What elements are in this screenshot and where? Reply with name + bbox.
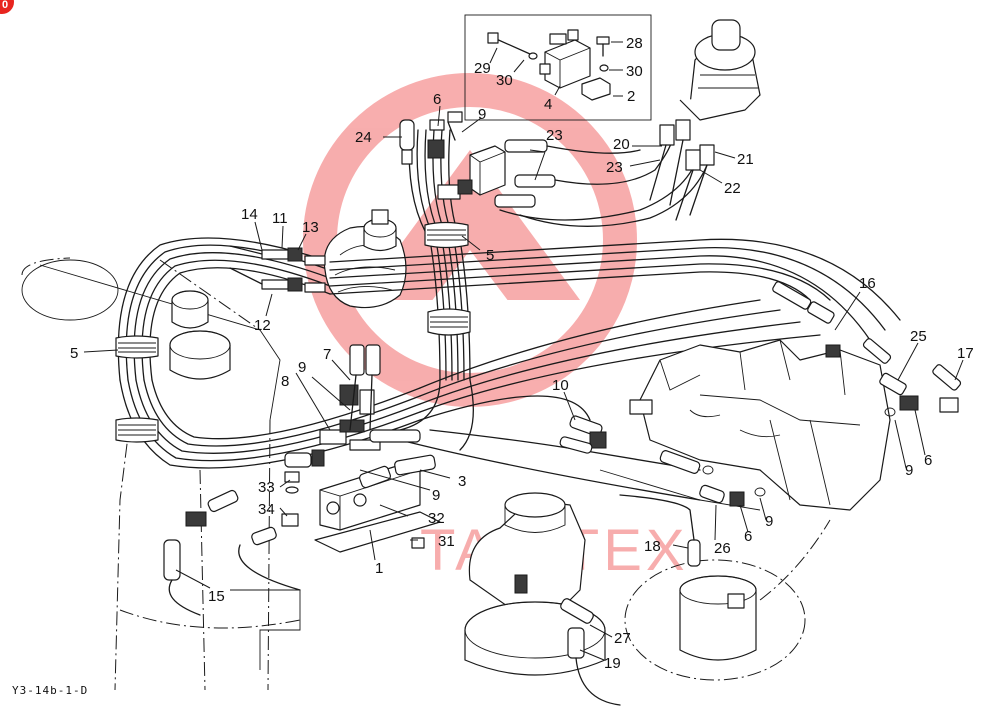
callout-5: 5 — [70, 345, 78, 362]
callout-31: 31 — [438, 533, 455, 550]
callout-29: 29 — [474, 60, 491, 77]
watermark: TAHITEX — [303, 73, 685, 583]
right-hose-run — [329, 238, 901, 501]
bundle-clamp — [115, 335, 159, 359]
callout-labels: 1 2 3 4 5 5 6 6 6 7 8 9 9 9 9 9 10 11 12… — [70, 35, 974, 672]
callout-8: 8 — [281, 373, 289, 390]
callout-30: 30 — [496, 72, 513, 89]
callout-9: 9 — [765, 513, 773, 530]
swing-motor — [464, 492, 621, 706]
watermark-logo — [303, 73, 637, 407]
callout-6: 6 — [744, 528, 752, 545]
bundle-clamp — [427, 308, 471, 336]
callout-9: 9 — [905, 462, 913, 479]
callout-9: 9 — [298, 359, 306, 376]
callout-18: 18 — [644, 538, 661, 555]
callout-33: 33 — [258, 479, 275, 496]
callout-34: 34 — [258, 501, 275, 518]
callout-12: 12 — [254, 317, 271, 334]
left-hose-bundle — [115, 237, 421, 469]
callout-7: 7 — [323, 346, 331, 363]
callout-11: 11 — [272, 210, 288, 227]
mid-fitting-10 — [559, 415, 607, 454]
callout-21: 21 — [737, 151, 754, 168]
callout-2: 2 — [627, 88, 635, 105]
bundle-clamp — [115, 417, 159, 443]
callout-22: 22 — [724, 180, 741, 197]
callout-30: 30 — [626, 63, 643, 80]
diagram-reference-code: Y3-14b-1-D — [12, 684, 89, 697]
callout-23: 23 — [546, 127, 563, 144]
callout-20: 20 — [613, 136, 630, 153]
callout-6: 6 — [924, 452, 932, 469]
callout-13: 13 — [302, 219, 319, 236]
valve-block-part — [539, 29, 591, 89]
pilot-valve-unit — [649, 19, 761, 221]
hydraulic-motor — [229, 209, 407, 309]
callout-25: 25 — [910, 328, 927, 345]
control-valve-body — [629, 281, 962, 511]
callout-28: 28 — [626, 35, 643, 52]
callout-24: 24 — [355, 129, 372, 146]
callout-32: 32 — [428, 510, 445, 527]
callout-10: 10 — [552, 377, 569, 394]
callout-3: 3 — [458, 473, 466, 490]
upper-valve-cluster — [399, 111, 713, 227]
callout-19: 19 — [604, 655, 621, 672]
callout-23: 23 — [606, 159, 623, 176]
callout-27: 27 — [614, 630, 631, 647]
callout-4: 4 — [544, 96, 552, 113]
central-hose-bundle — [399, 129, 474, 451]
bolt-part — [487, 32, 531, 55]
callout-26: 26 — [714, 540, 731, 557]
callout-16: 16 — [859, 275, 876, 292]
callout-1: 1 — [375, 560, 383, 577]
leader-lines — [83, 105, 964, 661]
lower-right-component — [599, 450, 831, 681]
inset-detail-box — [464, 14, 652, 121]
callout-14: 14 — [241, 206, 258, 223]
manifold-block-assembly — [238, 344, 441, 591]
callout-17: 17 — [957, 345, 974, 362]
callout-9: 9 — [478, 106, 486, 123]
callout-9: 9 — [432, 487, 440, 504]
callout-6: 6 — [433, 91, 441, 108]
callout-15: 15 — [208, 588, 225, 605]
callout-5: 5 — [486, 247, 494, 264]
bundle-clamp — [424, 221, 469, 249]
